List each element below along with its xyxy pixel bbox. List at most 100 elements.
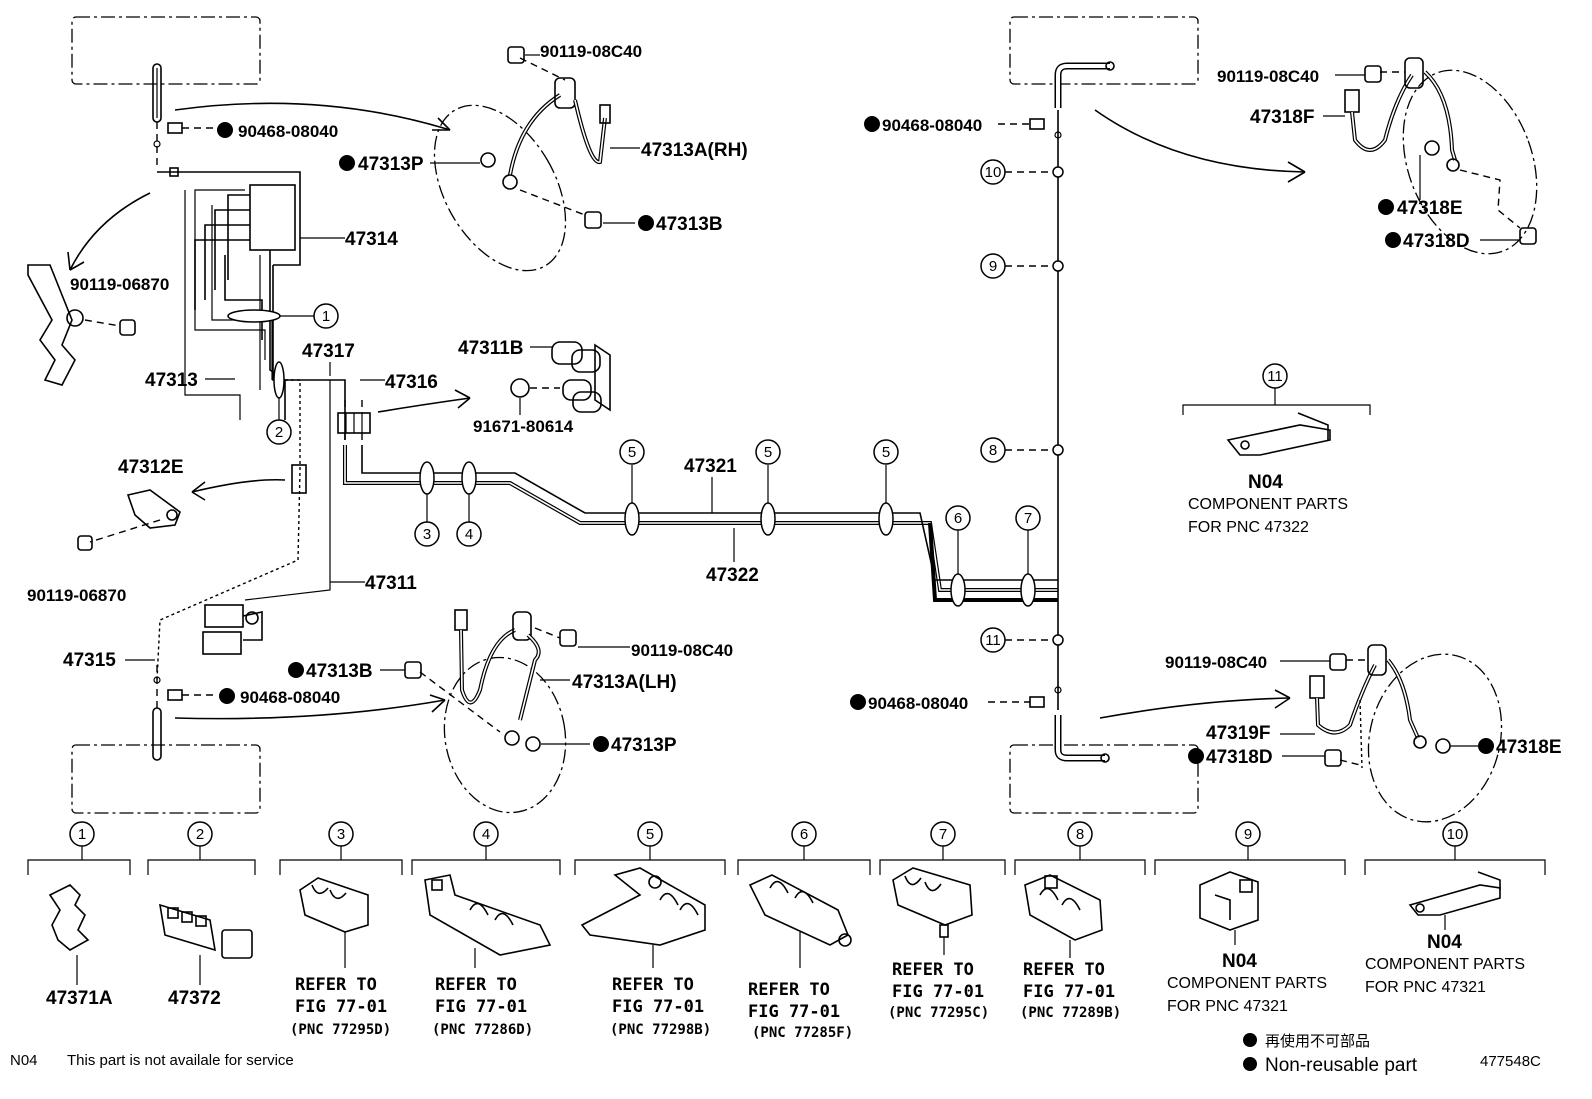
clamp-4 <box>461 461 477 495</box>
svg-text:8: 8 <box>989 442 997 459</box>
svg-text:47371A: 47371A <box>46 988 113 1009</box>
part-47313p-a: 47313P <box>358 154 424 175</box>
svg-text:REFER TO: REFER TO <box>1023 960 1105 980</box>
non-reusable-dot-icon <box>217 122 233 138</box>
bolt-icon <box>584 211 602 229</box>
callout-3 <box>414 521 440 547</box>
front-right-wheel-area <box>1009 16 1199 85</box>
detail-11-n04: N04 <box>1248 472 1283 493</box>
part-47313p-b: 47313P <box>611 735 677 756</box>
valve-47311-icon <box>202 604 263 655</box>
part-90119-08c40-c: 90119-08C40 <box>1217 67 1319 86</box>
svg-text:5: 5 <box>882 444 890 461</box>
right-front-hose-detail <box>1402 69 1538 255</box>
grommet-47311b-icon <box>510 341 611 413</box>
callout-5c <box>873 439 899 465</box>
part-47322: 47322 <box>706 565 759 586</box>
clamp-5b <box>760 502 776 536</box>
clamp-3 <box>419 461 435 495</box>
svg-text:FIG 77-01: FIG 77-01 <box>612 997 704 1017</box>
svg-text:3: 3 <box>337 826 345 843</box>
callout-7 <box>1015 505 1041 531</box>
part-47317: 47317 <box>302 341 355 362</box>
clamp-2 <box>273 361 285 399</box>
bracket-n04-icon <box>1226 412 1331 456</box>
part-90119-06870-a: 90119-06870 <box>70 275 169 294</box>
svg-text:REFER TO: REFER TO <box>295 975 377 995</box>
callout-11 <box>980 627 1006 653</box>
legend-item-2: 2 47372 <box>158 821 253 1009</box>
clip-icon <box>1029 696 1045 708</box>
svg-text:(PNC 77289B): (PNC 77289B) <box>1020 1005 1121 1021</box>
footer-jp: 再使用不可部品 <box>1265 1033 1370 1050</box>
svg-text:5: 5 <box>646 826 654 843</box>
svg-text:FIG 77-01: FIG 77-01 <box>748 1002 840 1022</box>
front-hose-detail <box>433 104 567 272</box>
right-front-hose-stub <box>1054 61 1115 139</box>
svg-text:COMPONENT PARTS: COMPONENT PARTS <box>1365 956 1525 973</box>
non-reusable-dot-icon <box>1188 748 1204 764</box>
svg-text:N04: N04 <box>1222 951 1257 972</box>
legend-item-5: 5 REFER TO FIG 77-01 (PNC 77298B) <box>580 821 711 1038</box>
part-47314: 47314 <box>345 229 398 250</box>
svg-text:1: 1 <box>322 308 330 325</box>
non-reusable-dot-icon <box>1385 232 1401 248</box>
part-47318d-b: 47318D <box>1206 747 1273 768</box>
callout-9 <box>980 253 1006 279</box>
clamp-47312e-icon <box>77 464 307 551</box>
clamp-5c <box>878 502 894 536</box>
right-rear-hose-detail <box>1367 653 1503 823</box>
svg-text:FOR PNC 47321: FOR PNC 47321 <box>1365 979 1486 996</box>
non-reusable-dot-icon <box>1243 1057 1257 1071</box>
flex-hose-47318f <box>1344 57 1460 172</box>
svg-text:FOR PNC 47321: FOR PNC 47321 <box>1167 998 1288 1015</box>
part-47318e-b: 47318E <box>1496 737 1562 758</box>
gasket-icon <box>525 736 541 752</box>
legend-item-1: 1 47371A <box>46 821 113 1009</box>
callout-2 <box>266 419 292 445</box>
svg-text:3: 3 <box>423 526 431 543</box>
svg-text:5: 5 <box>628 444 636 461</box>
svg-text:7: 7 <box>939 826 947 843</box>
svg-text:1: 1 <box>78 826 86 843</box>
svg-text:(PNC 77295D): (PNC 77295D) <box>290 1022 391 1038</box>
svg-text:REFER TO: REFER TO <box>612 975 694 995</box>
part-47318f: 47318F <box>1250 107 1314 128</box>
svg-text:10: 10 <box>985 164 1002 181</box>
non-reusable-dot-icon <box>593 736 609 752</box>
part-47316: 47316 <box>385 372 438 393</box>
gasket-icon <box>1424 140 1440 156</box>
svg-text:10: 10 <box>1447 826 1464 843</box>
gasket-icon <box>480 152 496 168</box>
non-reusable-dot-icon <box>1378 199 1394 215</box>
detail-11-line2: FOR PNC 47322 <box>1188 519 1309 536</box>
callout-10 <box>980 159 1006 185</box>
svg-text:2: 2 <box>196 826 204 843</box>
front-left-wheel-area <box>71 16 261 85</box>
non-reusable-dot-icon <box>850 694 866 710</box>
part-47313b-b: 47313B <box>306 661 373 682</box>
callout-8 <box>980 437 1006 463</box>
clamp-7 <box>1020 573 1036 607</box>
part-90119-08c40-b: 90119-08C40 <box>631 641 733 660</box>
legend-row <box>27 859 1546 875</box>
svg-text:REFER TO: REFER TO <box>892 960 974 980</box>
svg-text:6: 6 <box>800 826 808 843</box>
svg-text:(PNC 77295C): (PNC 77295C) <box>888 1005 989 1021</box>
flex-hose-47319f <box>1309 644 1427 749</box>
clamp-47371a-icon <box>48 884 90 951</box>
svg-text:REFER TO: REFER TO <box>748 980 830 1000</box>
detail-11-line1: COMPONENT PARTS <box>1188 496 1348 513</box>
flex-hose-47313a-lh <box>454 609 541 746</box>
callout-5a <box>619 439 645 465</box>
left-lines <box>156 167 346 681</box>
callout-4 <box>456 521 482 547</box>
non-reusable-dot-icon <box>288 662 304 678</box>
bolt-icon <box>404 661 422 679</box>
left-rear-hose-stub <box>152 665 162 761</box>
right-rear-hose-stub <box>1054 686 1110 763</box>
part-47313b-a: 47313B <box>656 214 723 235</box>
callout-6 <box>945 505 971 531</box>
left-front-hose-stub <box>152 63 162 170</box>
